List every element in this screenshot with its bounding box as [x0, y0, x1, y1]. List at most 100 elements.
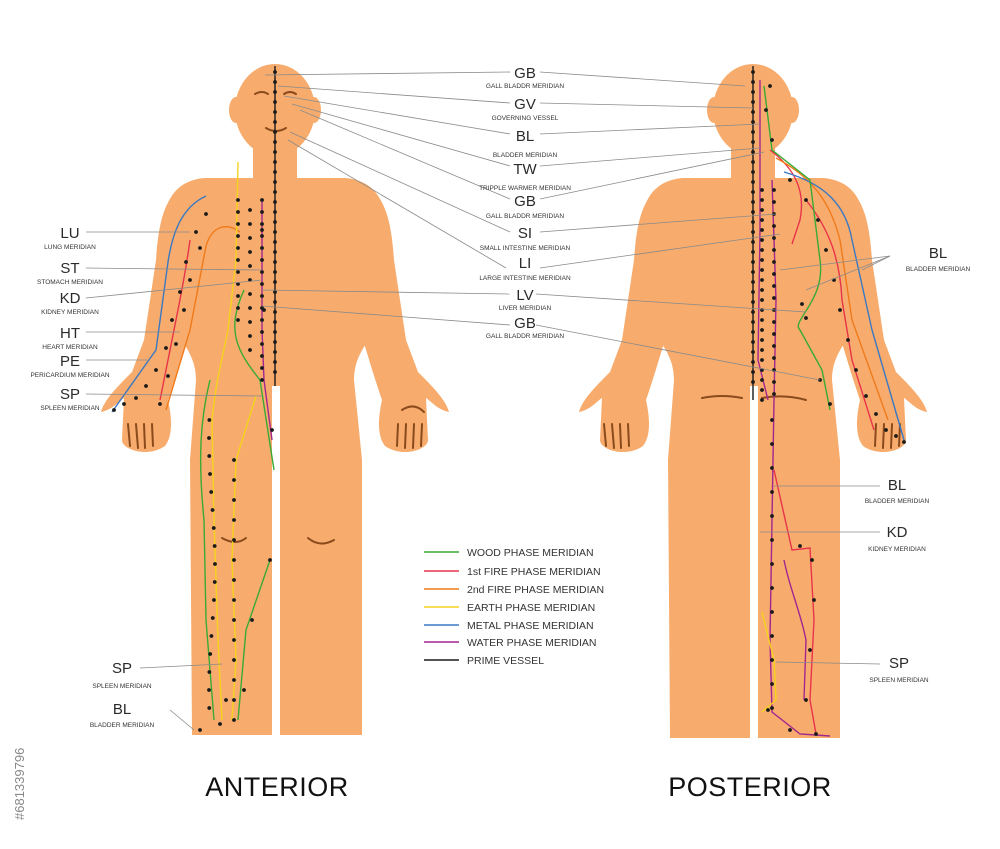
- anterior-acupoint-dot: [260, 294, 264, 298]
- right-label-bl-1: BL: [929, 245, 947, 262]
- posterior-acupoint-dot: [760, 328, 764, 332]
- center-label-gb-2-full: GALL BLADDR MERIDIAN: [486, 213, 564, 220]
- anterior-pericardium-meridian: [165, 226, 241, 411]
- leader-lines: [85, 71, 891, 731]
- anterior-acupoint-dot: [236, 306, 240, 310]
- posterior-acupoint-dot: [751, 260, 755, 264]
- center-label-gb-2: GB: [514, 193, 536, 210]
- posterior-acupoint-dot: [772, 284, 776, 288]
- anterior-acupoint-dot: [260, 198, 264, 202]
- posterior-acupoint-dot: [751, 380, 755, 384]
- anterior-acupoint-dot: [134, 396, 138, 400]
- anterior-acupoint-dot: [273, 120, 277, 124]
- posterior-acupoint-dot: [824, 248, 828, 252]
- left-label-ht: HT: [60, 325, 80, 342]
- anterior-acupoint-dot: [248, 334, 252, 338]
- right-label-kd-full: KIDNEY MERIDIAN: [868, 546, 926, 553]
- posterior-kidney-purple: [783, 559, 807, 701]
- anterior-acupoint-dot: [242, 688, 246, 692]
- posterior-acupoint-dot: [772, 320, 776, 324]
- legend-item-water: WATER PHASE MERIDIAN: [424, 637, 597, 649]
- posterior-acupoint-dot: [768, 84, 772, 88]
- anterior-acupoint-dot: [232, 518, 236, 522]
- stock-watermark: #681339796: [12, 748, 27, 820]
- posterior-acupoint-dot: [760, 218, 764, 222]
- center-label-lv-full: LIVER MERIDIAN: [499, 305, 552, 312]
- right-label-bl-2: BL: [888, 477, 906, 494]
- posterior-acupoint-dot: [751, 140, 755, 144]
- anterior-acupoint-dot: [212, 598, 216, 602]
- anterior-acupoint-dot: [236, 294, 240, 298]
- posterior-acupoint-dot: [751, 150, 755, 154]
- anterior-acupoint-dot: [144, 384, 148, 388]
- left-label-lu: LU: [60, 225, 79, 242]
- posterior-left-ear: [707, 97, 721, 123]
- posterior-acupoint-dot: [751, 310, 755, 314]
- anterior-acupoint-dot: [236, 210, 240, 214]
- anterior-right-arm: [352, 196, 449, 453]
- legend-label-fire-1: 1st FIRE PHASE MERIDIAN: [467, 566, 601, 578]
- anterior-acupoint-dot: [182, 308, 186, 312]
- anterior-acupoint-dot: [260, 282, 264, 286]
- posterior-acupoint-dot: [764, 108, 768, 112]
- legend-item-fire-2: 2nd FIRE PHASE MERIDIAN: [424, 584, 604, 596]
- posterior-acupoint-dot: [902, 440, 906, 444]
- posterior-acupoint-dot: [760, 268, 764, 272]
- posterior-acupoint-dot: [751, 330, 755, 334]
- anterior-acupoint-dot: [224, 698, 228, 702]
- anterior-acupoint-dot: [273, 240, 277, 244]
- anterior-acupoint-dot: [232, 458, 236, 462]
- anterior-acupoint-dot: [273, 320, 277, 324]
- posterior-contours: [603, 395, 901, 449]
- legend-item-wood: WOOD PHASE MERIDIAN: [424, 547, 594, 559]
- anterior-acupoint-dot: [236, 234, 240, 238]
- center-label-li: LI: [519, 255, 532, 272]
- left-label-kd: KD: [60, 290, 81, 307]
- anterior-acupoint-dot: [198, 246, 202, 250]
- posterior-acupoint-dot: [864, 394, 868, 398]
- left-label-pe-full: PERICARDIUM MERIDIAN: [30, 372, 109, 379]
- anterior-acupoint-dot: [273, 350, 277, 354]
- left-label-sp-2-full: SPLEEN MERIDIAN: [92, 683, 152, 690]
- anterior-acupoint-dot: [260, 378, 264, 382]
- anterior-acupoint-dot: [248, 236, 252, 240]
- posterior-acupoint-dot: [770, 586, 774, 590]
- anterior-acupoint-dot: [250, 618, 254, 622]
- center-label-gb-3-full: GALL BLADDR MERIDIAN: [486, 333, 564, 340]
- anterior-acupoint-dot: [273, 140, 277, 144]
- posterior-acupoint-dot: [770, 418, 774, 422]
- posterior-bladder-outer: [769, 179, 831, 737]
- legend-label-earth: EARTH PHASE MERIDIAN: [467, 602, 595, 614]
- center-labels: GB GALL BLADDR MERIDIAN GV GOVERNING VES…: [479, 65, 571, 340]
- posterior-acupoint-dot: [772, 236, 776, 240]
- anterior-acupoint-dot: [210, 508, 215, 512]
- legend-item-earth: EARTH PHASE MERIDIAN: [424, 602, 595, 614]
- posterior-acupoint-dot: [760, 398, 764, 402]
- anterior-acupoint-dot: [273, 260, 277, 264]
- posterior-acupoint-dot: [760, 208, 764, 212]
- posterior-acupoint-dot: [804, 198, 808, 202]
- posterior-acupoint-dot: [804, 316, 808, 320]
- left-label-pe: PE: [60, 353, 80, 370]
- posterior-acupoint-dot: [760, 188, 764, 192]
- anterior-acupoint-dot: [273, 300, 277, 304]
- anterior-acupoint-dot: [236, 270, 240, 274]
- posterior-acupoint-dot: [760, 258, 764, 262]
- posterior-acupoint-dot: [846, 338, 850, 342]
- anterior-acupoint-dot: [273, 90, 277, 94]
- left-label-ht-full: HEART MERIDIAN: [42, 344, 98, 351]
- legend-label-fire-2: 2nd FIRE PHASE MERIDIAN: [467, 584, 604, 596]
- anterior-acupoint-dot: [207, 688, 211, 692]
- anterior-acupoint-dot: [273, 180, 277, 184]
- legend-item-prime: PRIME VESSEL: [424, 655, 544, 667]
- posterior-acupoint-dot: [751, 270, 755, 274]
- anterior-acupoint-dot: [232, 538, 236, 542]
- legend: WOOD PHASE MERIDIAN 1st FIRE PHASE MERID…: [424, 547, 604, 667]
- posterior-acupoint-dot: [800, 302, 804, 306]
- posterior-right-ear: [785, 97, 799, 123]
- posterior-acupoint-dot: [772, 260, 776, 264]
- posterior-left-arm: [579, 196, 676, 453]
- anterior-acupoint-dot: [273, 280, 277, 284]
- posterior-acupoint-dot: [828, 402, 832, 406]
- anterior-lung-meridian: [111, 195, 207, 413]
